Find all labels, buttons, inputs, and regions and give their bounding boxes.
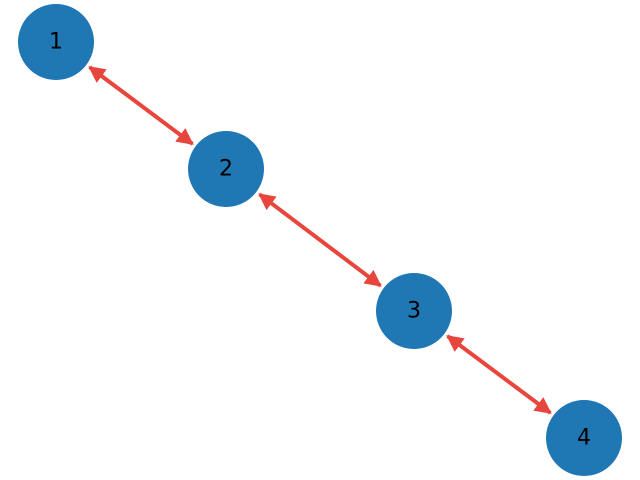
node-circle-3: [376, 273, 452, 349]
node-1[interactable]: 1: [18, 4, 94, 80]
node-circle-1: [18, 4, 94, 80]
node-label-1: 1: [49, 30, 63, 55]
edge-2-3: [258, 192, 382, 288]
node-4[interactable]: 4: [546, 400, 622, 476]
nodes-layer: 1 2 3 4: [18, 4, 622, 476]
node-circle-2: [188, 131, 264, 207]
node-label-3: 3: [407, 299, 421, 324]
node-2[interactable]: 2: [188, 131, 264, 207]
node-circle-4: [546, 400, 622, 476]
node-3[interactable]: 3: [376, 273, 452, 349]
node-label-2: 2: [219, 157, 233, 182]
edge-1-2: [88, 65, 194, 146]
edge-3-4: [446, 334, 552, 415]
edges-layer: [88, 65, 552, 415]
node-label-4: 4: [577, 426, 591, 451]
